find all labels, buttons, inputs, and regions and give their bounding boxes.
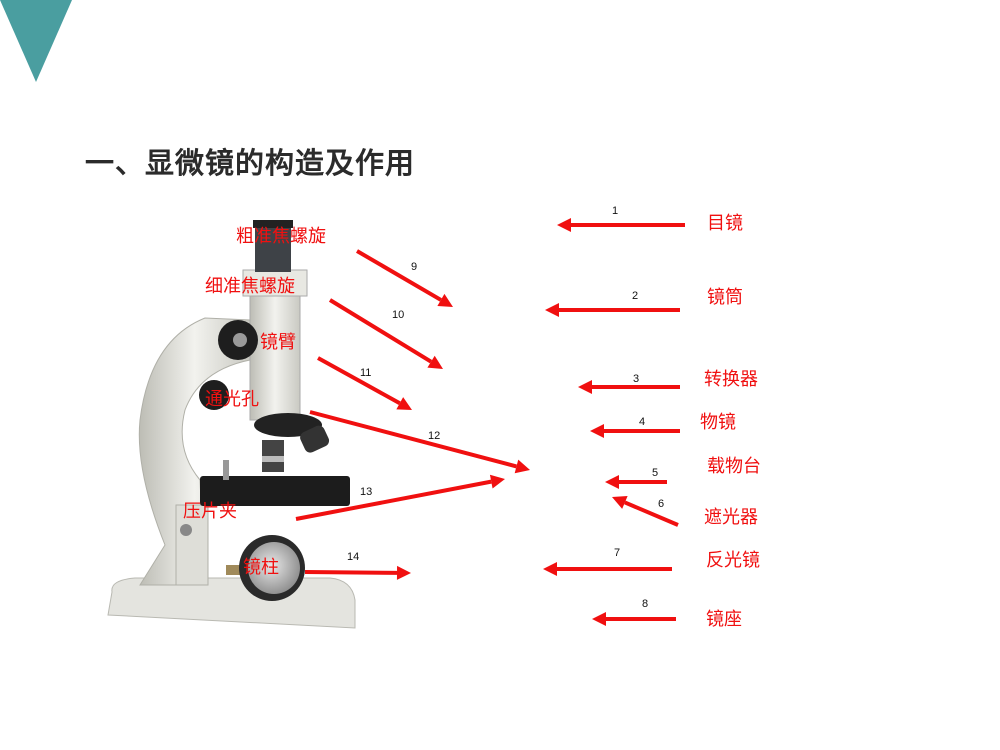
arrow-line [304, 570, 398, 575]
arrow-head [605, 475, 619, 489]
part-label-right: 物镜 [700, 412, 736, 433]
part-label-right: 目镜 [707, 213, 743, 234]
part-label-left: 压片夹 [183, 501, 237, 522]
arrow-head [557, 218, 571, 232]
part-label-left: 粗准焦螺旋 [236, 226, 326, 247]
arrow-line [309, 410, 517, 469]
arrow-number: 14 [347, 551, 360, 563]
part-label-left: 镜柱 [243, 557, 279, 578]
microscope-image [107, 220, 356, 629]
part-label-left: 细准焦螺旋 [205, 276, 295, 297]
arrow-head [427, 355, 443, 369]
part-label-left: 镜臂 [260, 332, 296, 353]
arrow-number: 7 [614, 547, 621, 559]
page-title: 一、显微镜的构造及作用 [85, 146, 416, 180]
arrow-head [514, 459, 530, 474]
arrow-line [328, 298, 433, 364]
part-label-left: 通光孔 [205, 389, 259, 410]
arrow-head [543, 562, 557, 576]
arrow-number: 1 [612, 205, 619, 217]
arrow-head [396, 397, 412, 410]
corner-triangle-decoration [0, 0, 72, 82]
arrow-number: 2 [632, 290, 639, 302]
arrow-line [355, 249, 442, 302]
arrow-group [295, 218, 685, 626]
arrow-number: 3 [633, 373, 640, 385]
arrow-head [592, 612, 606, 626]
arrow-number: 12 [428, 430, 441, 442]
arrow-line [624, 500, 679, 527]
arrow-number: 6 [658, 498, 665, 510]
part-label-right: 镜筒 [707, 287, 743, 308]
part-label-right: 转换器 [704, 369, 758, 390]
arrow-head [437, 293, 453, 307]
arrow-head [489, 474, 505, 489]
arrow-number: 5 [652, 467, 659, 479]
arrow-number: 11 [360, 367, 372, 379]
part-label-right: 镜座 [706, 609, 742, 630]
arrow-number: 13 [360, 486, 373, 498]
arrow-line [295, 479, 492, 521]
arrow-number: 10 [392, 309, 405, 321]
arrow-head [396, 565, 411, 580]
part-label-right: 反光镜 [706, 550, 760, 571]
part-label-right: 遮光器 [704, 507, 758, 528]
arrow-head [578, 380, 592, 394]
arrow-number: 9 [411, 261, 418, 273]
part-label-right: 载物台 [707, 456, 761, 477]
arrow-number: 4 [639, 416, 646, 428]
arrow-head [590, 424, 604, 438]
arrow-line [317, 356, 401, 405]
arrow-head [545, 303, 559, 317]
arrow-head [612, 496, 628, 509]
arrow-number: 8 [642, 598, 649, 610]
